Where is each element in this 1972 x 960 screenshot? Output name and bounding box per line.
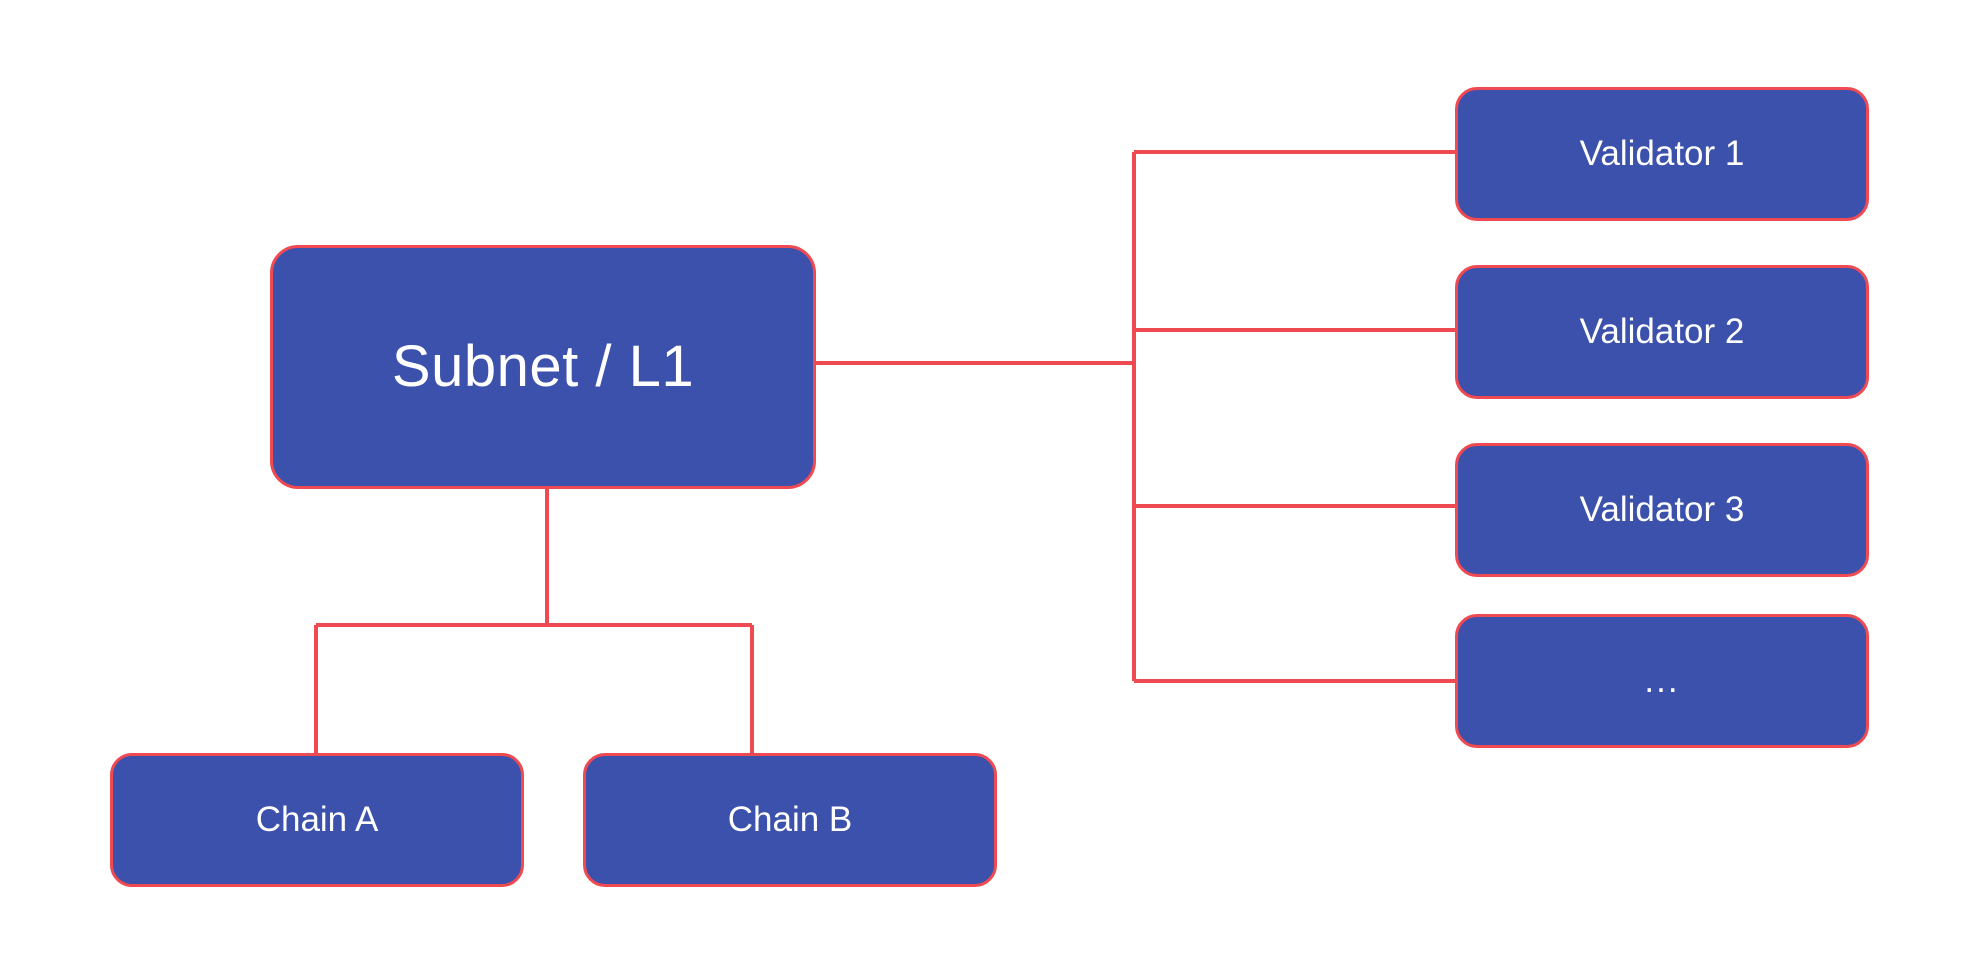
node-validator-3[interactable]: Validator 3 bbox=[1455, 443, 1869, 577]
node-validator-1[interactable]: Validator 1 bbox=[1455, 87, 1869, 221]
node-chain-a[interactable]: Chain A bbox=[110, 753, 524, 887]
node-chain-b[interactable]: Chain B bbox=[583, 753, 997, 887]
node-validator-2[interactable]: Validator 2 bbox=[1455, 265, 1869, 399]
node-validator-more[interactable]: ... bbox=[1455, 614, 1869, 748]
node-chain-b-label: Chain B bbox=[727, 799, 853, 839]
node-validator-3-label: Validator 3 bbox=[1579, 489, 1745, 529]
node-validator-1-label: Validator 1 bbox=[1579, 133, 1745, 173]
node-validator-more-label: ... bbox=[1644, 660, 1680, 700]
node-validator-2-label: Validator 2 bbox=[1579, 311, 1745, 351]
node-chain-a-label: Chain A bbox=[255, 799, 379, 839]
node-subnet-l1[interactable]: Subnet / L1 bbox=[270, 245, 816, 489]
node-subnet-l1-label: Subnet / L1 bbox=[391, 334, 695, 400]
